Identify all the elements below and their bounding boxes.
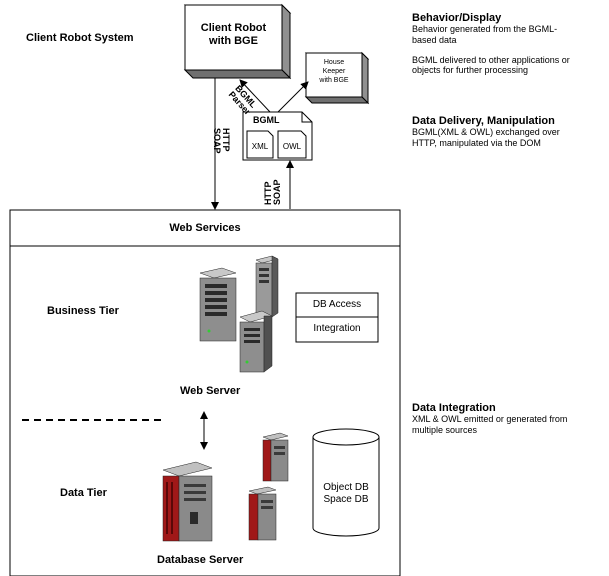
data-tier-label: Data Tier	[60, 487, 107, 499]
db-access-label: DB Access	[312, 299, 362, 310]
behavior-description: Behavior/Display Behavior generated from…	[412, 12, 607, 76]
xml-doc-label: XML	[251, 142, 269, 151]
integration-text-2: multiple sources	[412, 424, 478, 435]
web-services-title: Web Services	[169, 222, 241, 234]
integration-text-1: XML & OWL emitted or generated from	[412, 414, 568, 424]
integration-title: Data Integration	[412, 402, 496, 414]
behavior-text-1: Behavior generated from the BGML-	[412, 24, 558, 34]
bgml-doc-title: BGML	[253, 115, 280, 125]
delivery-text-2: HTTP, manipulated via the DOM	[412, 137, 541, 148]
bgml-parser-arrow	[239, 79, 271, 113]
business-tier-label: Business Tier	[47, 305, 119, 317]
behavior-text-4: objects for further processing	[412, 65, 529, 76]
web-services-frame	[9, 209, 401, 576]
database-cylinder	[312, 428, 380, 537]
delivery-text-1: BGML(XML & OWL) exchanged over	[412, 127, 560, 137]
http-soap-right-label: HTTP SOAP	[263, 179, 283, 205]
house-keeper-arrow	[277, 81, 309, 113]
db-cylinder-label: Object DB Space DB	[323, 482, 369, 505]
delivery-title: Data Delivery, Manipulation	[412, 115, 555, 127]
owl-doc-label: OWL	[282, 142, 302, 151]
integration-description: Data Integration XML & OWL emitted or ge…	[412, 402, 607, 436]
delivery-description: Data Delivery, Manipulation BGML(XML & O…	[412, 115, 607, 149]
client-robot-system-label: Client Robot System	[26, 32, 134, 44]
client-robot-label: Client Robot with BGE	[200, 22, 267, 48]
http-soap-left-label: HTTP SOAP	[211, 128, 231, 154]
house-keeper-box	[304, 51, 370, 105]
behavior-text-2: based data	[412, 34, 457, 45]
client-robot-box	[183, 3, 292, 80]
database-server-icon	[162, 432, 289, 542]
integration-label: Integration	[313, 323, 361, 334]
database-server-label: Database Server	[157, 554, 244, 566]
web-server-label: Web Server	[180, 385, 241, 397]
house-keeper-label: House Keeper with BGE	[319, 59, 349, 85]
behavior-title: Behavior/Display	[412, 12, 502, 24]
web-server-icon	[199, 255, 279, 373]
bgml-document	[242, 111, 313, 161]
behavior-text-3: BGML delivered to other applications or	[412, 54, 570, 65]
